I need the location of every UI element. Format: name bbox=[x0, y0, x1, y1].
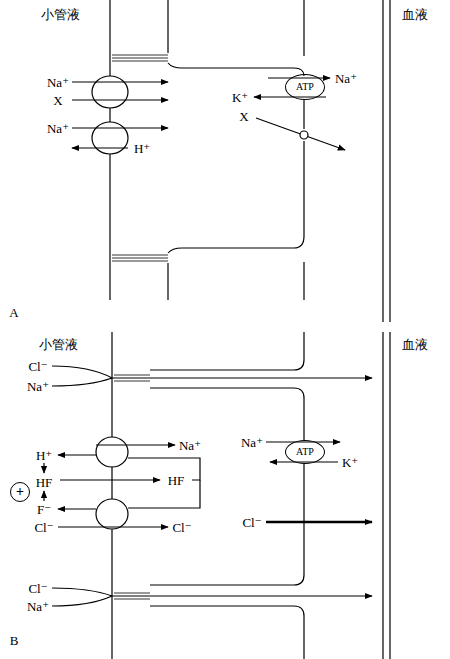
flux-arrow bbox=[72, 127, 168, 128]
atp-pump: ATP bbox=[285, 74, 325, 100]
tight-junction bbox=[112, 58, 168, 59]
atp-pump: ATP bbox=[285, 440, 325, 464]
flux-arrow bbox=[72, 147, 128, 148]
flux-arrow bbox=[58, 454, 96, 455]
ion-label: HF bbox=[36, 476, 53, 489]
flux-arrow bbox=[43, 463, 44, 473]
ion-label: X bbox=[53, 94, 62, 107]
lateral-membrane bbox=[167, 0, 168, 53]
carrier-protein bbox=[96, 437, 128, 467]
ion-label: Na⁺ bbox=[335, 72, 357, 85]
tight-junction bbox=[112, 255, 168, 256]
tight-junction bbox=[114, 599, 150, 600]
ion-label: Cl⁻ bbox=[242, 516, 261, 529]
lateral-membrane bbox=[150, 388, 304, 440]
ion-label: X bbox=[239, 110, 248, 123]
flux-arrow bbox=[58, 526, 168, 527]
ion-label: 小管液 bbox=[39, 338, 78, 351]
recycle-bracket bbox=[128, 480, 200, 508]
ion-label: Na⁺ bbox=[47, 76, 69, 89]
ion-label: H⁺ bbox=[36, 449, 52, 462]
lateral-membrane bbox=[303, 262, 304, 300]
stimulus-circle: + bbox=[10, 482, 30, 502]
channel-symbol bbox=[300, 131, 308, 139]
ion-label: 血液 bbox=[402, 338, 428, 351]
ion-label: Cl⁻ bbox=[28, 360, 47, 373]
ion-label: Na⁺ bbox=[47, 122, 69, 135]
flux-arrow bbox=[72, 99, 168, 100]
carrier-protein bbox=[92, 122, 128, 154]
flux-arrow bbox=[112, 377, 372, 378]
vessel-wall bbox=[389, 0, 390, 322]
ion-label: Cl⁻ bbox=[34, 521, 53, 534]
tight-junction bbox=[112, 61, 168, 62]
flux-arrow bbox=[256, 118, 345, 150]
carrier-protein bbox=[96, 499, 128, 529]
basolateral-membrane bbox=[168, 141, 304, 253]
apical-membrane bbox=[111, 332, 112, 659]
lateral-membrane bbox=[168, 63, 304, 76]
lateral-membrane bbox=[150, 606, 304, 659]
ion-label: Cl⁻ bbox=[172, 521, 191, 534]
node-text: ATP bbox=[296, 82, 314, 92]
basolateral-membrane bbox=[303, 100, 304, 129]
tight-junction bbox=[112, 261, 168, 262]
ion-label: Cl⁻ bbox=[28, 582, 47, 595]
ion-label: Na⁺ bbox=[27, 600, 49, 613]
vessel-wall bbox=[382, 0, 383, 322]
ion-label: B bbox=[10, 634, 19, 647]
vessel-wall bbox=[389, 332, 390, 659]
flux-arrow bbox=[112, 595, 372, 596]
tight-junction bbox=[112, 55, 168, 56]
node-text: + bbox=[16, 485, 24, 499]
flux-arrow bbox=[43, 491, 44, 501]
flux-arrow bbox=[270, 461, 338, 462]
flux-arrow bbox=[60, 479, 160, 480]
lateral-membrane bbox=[167, 263, 168, 300]
tight-junction bbox=[114, 381, 150, 382]
ion-label: K⁺ bbox=[232, 91, 248, 104]
carrier-protein bbox=[92, 76, 128, 108]
ion-label: H⁺ bbox=[134, 142, 150, 155]
ion-label: 血液 bbox=[402, 8, 428, 21]
vessel-wall bbox=[382, 332, 383, 659]
paracellular-path bbox=[52, 366, 112, 378]
node-text: ATP bbox=[296, 447, 314, 457]
ion-label: Na⁺ bbox=[179, 439, 201, 452]
paracellular-path bbox=[52, 378, 112, 386]
ion-label: K⁺ bbox=[342, 456, 358, 469]
recycle-bracket bbox=[128, 458, 200, 480]
ion-label: Na⁺ bbox=[27, 380, 49, 393]
ion-label: HF bbox=[168, 474, 185, 487]
flux-arrow bbox=[266, 441, 340, 442]
tight-junction bbox=[114, 375, 150, 376]
paracellular-path bbox=[52, 596, 112, 606]
flux-arrow bbox=[58, 508, 96, 509]
ion-label: F⁻ bbox=[37, 503, 51, 516]
flux-arrow bbox=[254, 96, 326, 97]
ion-label: A bbox=[9, 306, 18, 319]
flux-arrow bbox=[96, 444, 175, 445]
paracellular-path bbox=[52, 588, 112, 596]
flux-arrow bbox=[266, 521, 372, 524]
flux-arrow bbox=[72, 81, 168, 82]
basolateral-membrane bbox=[150, 464, 304, 585]
lateral-membrane bbox=[303, 0, 304, 56]
tight-junction bbox=[112, 258, 168, 259]
ion-label: 小管液 bbox=[41, 8, 80, 21]
ion-label: Na⁺ bbox=[241, 436, 263, 449]
flux-arrow bbox=[268, 77, 330, 78]
tight-junction bbox=[114, 593, 150, 594]
lateral-membrane bbox=[150, 332, 304, 370]
